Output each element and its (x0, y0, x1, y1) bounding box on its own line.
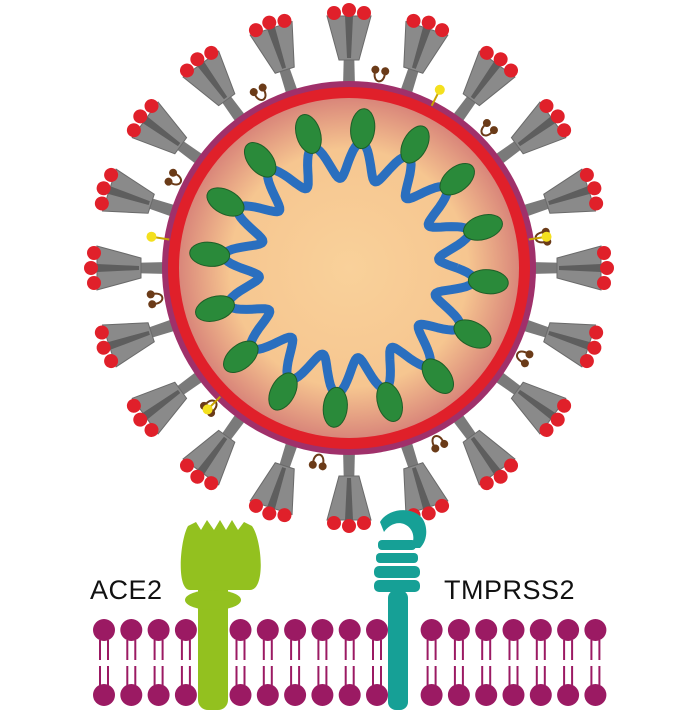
spike-protein-icon (518, 317, 604, 369)
spike-protein-icon (491, 368, 572, 438)
nucleocapsid-protein-icon (206, 187, 245, 217)
nucleocapsid-protein-icon (439, 162, 475, 196)
spike-protein-icon (94, 317, 180, 369)
nucleocapsid-protein-icon (400, 125, 430, 164)
lipid-icon (311, 619, 334, 706)
spike-protein-icon (398, 437, 450, 523)
membrane-protein-icon (516, 350, 534, 368)
lipid-icon (420, 619, 443, 706)
cell-membrane (93, 619, 607, 706)
membrane-protein-icon (164, 168, 182, 186)
nucleocapsid-protein-icon (453, 319, 492, 349)
envelope-protein-icon (528, 231, 552, 242)
spike-protein-icon (84, 245, 169, 291)
spike-protein-icon (248, 13, 300, 99)
nucleocapsid-protein-icon (463, 214, 503, 241)
spike-protein-icon (126, 368, 207, 438)
membrane-protein-icon (431, 435, 449, 453)
spike-protein-icon (179, 45, 249, 126)
nucleocapsid-protein-icon (467, 269, 509, 295)
nucleocapsid-protein-icon (322, 386, 348, 428)
lipid-icon (475, 619, 498, 706)
spike-protein-icon (94, 167, 180, 219)
lipid-icon (529, 619, 552, 706)
lipid-icon (120, 619, 143, 706)
membrane-protein-icon (308, 453, 327, 471)
spike-protein-icon (179, 410, 249, 491)
viral-core (179, 98, 519, 438)
lipid-icon (147, 619, 170, 706)
nucleocapsid-protein-icon (295, 114, 322, 154)
nucleocapsid-protein-icon (376, 382, 403, 422)
lipid-icon (229, 619, 252, 706)
lipid-icon (174, 619, 197, 706)
virus-particle (84, 3, 614, 533)
envelope-protein-icon (146, 231, 170, 242)
nucleocapsid-protein-icon (421, 358, 455, 394)
nucleocapsid-protein-icon (268, 372, 298, 411)
nucleocapsid-protein-icon (189, 241, 231, 267)
lipid-icon (93, 619, 115, 706)
spike-protein-icon (491, 98, 572, 168)
spike-protein-icon (518, 167, 604, 219)
lipid-icon (557, 619, 580, 706)
spike-protein-icon (126, 98, 207, 168)
spike-protein-icon (449, 410, 519, 491)
nucleocapsid-protein-icon (350, 108, 376, 150)
nucleocapsid-protein-icon (243, 142, 277, 178)
ace2-label: ACE2 (90, 575, 163, 605)
tmprss2-protease-icon (374, 510, 427, 710)
envelope-protein-icon (430, 84, 445, 107)
ace2-receptor-icon (180, 520, 261, 710)
spike-protein-icon (326, 448, 372, 533)
membrane-protein-icon (146, 290, 164, 309)
lipid-icon (256, 619, 279, 706)
lipid-icon (284, 619, 307, 706)
spike-protein-icon (398, 13, 450, 99)
lipid-icon (502, 619, 525, 706)
lipid-icon (338, 619, 361, 706)
envelope-protein-icon (202, 395, 222, 415)
membrane-protein-icon (249, 83, 267, 101)
nucleocapsid-protein-icon (195, 295, 235, 322)
spike-protein-icon (248, 437, 300, 523)
lipid-icon (447, 619, 470, 706)
membrane-protein-icon (371, 65, 390, 83)
lipid-icon (584, 619, 607, 706)
tmprss2-label: TMPRSS2 (444, 575, 576, 605)
lipid-icon (366, 619, 388, 706)
nucleocapsid-protein-icon (223, 340, 259, 374)
spike-protein-icon (529, 245, 614, 291)
spike-protein-icon (326, 3, 372, 88)
membrane-protein-icon (480, 119, 498, 137)
spike-protein-icon (449, 45, 519, 126)
